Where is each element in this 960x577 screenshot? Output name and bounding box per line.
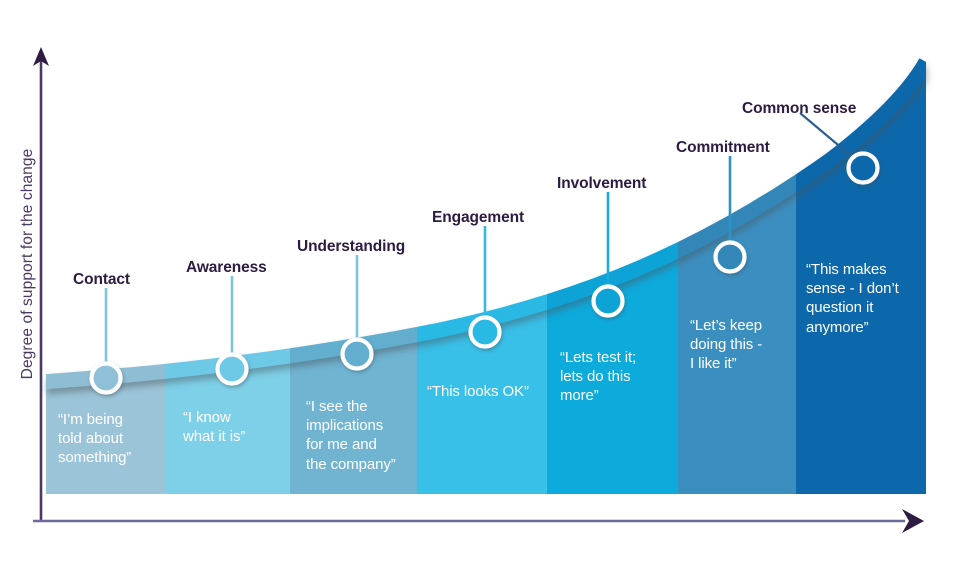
stage-marker-commitment — [713, 240, 747, 274]
stage-label-contact: Contact — [73, 271, 130, 288]
stage-quote-awareness: “I know what it is” — [183, 409, 246, 446]
stage-quote-engagement: “This looks OK” — [427, 383, 529, 400]
stage-column-engagement — [417, 302, 547, 494]
stage-marker-contact — [89, 361, 123, 395]
stage-label-understanding: Understanding — [297, 238, 406, 255]
x-axis-arrow — [902, 509, 924, 533]
stage-column-contact — [46, 371, 165, 494]
stage-label-engagement: Engagement — [432, 209, 525, 226]
stage-quote-common-sense: “This makes sense - I don’t question it … — [806, 261, 899, 336]
stage-label-awareness: Awareness — [186, 259, 267, 276]
stage-marker-common-sense — [846, 151, 880, 185]
stage-column-involvement — [547, 250, 678, 494]
stage-marker-engagement — [468, 315, 502, 349]
stage-column-understanding — [290, 334, 417, 494]
stage-columns — [46, 62, 926, 494]
stage-quote-understanding: “I see the implications for me and the c… — [306, 398, 396, 473]
stage-column-awareness — [165, 355, 290, 494]
stage-label-involvement: Involvement — [557, 175, 647, 192]
stage-column-commitment — [678, 183, 796, 494]
stage-quote-contact: “I’m being told about something” — [58, 411, 132, 467]
leader-line-common-sense — [799, 112, 857, 161]
y-axis-label: Degree of support for the change — [19, 148, 36, 380]
stage-label-common-sense: Common sense — [742, 100, 857, 117]
stage-quote-involvement: “Lets test it; lets do this more” — [560, 349, 637, 405]
stage-markers — [89, 151, 880, 395]
y-axis-arrow — [33, 47, 49, 66]
stage-label-commitment: Commitment — [676, 139, 770, 156]
stage-quote-commitment: “Let’s keep doing this - I like it” — [690, 317, 763, 373]
axes — [33, 47, 924, 533]
stage-marker-awareness — [215, 352, 249, 386]
support-curve — [46, 58, 926, 390]
stage-marker-involvement — [591, 284, 625, 318]
leader-lines — [104, 112, 857, 370]
stage-marker-understanding — [340, 337, 374, 371]
